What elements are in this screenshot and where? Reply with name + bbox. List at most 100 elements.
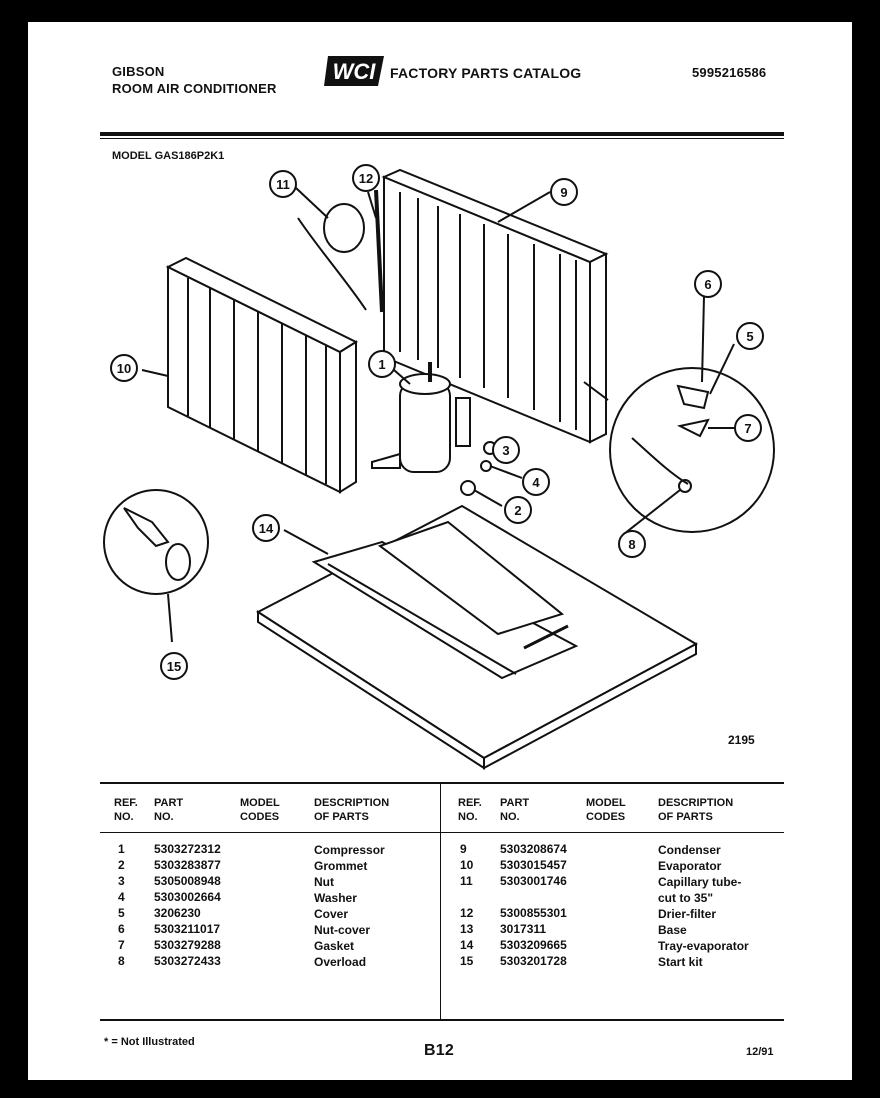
callout-10: 10 xyxy=(110,354,138,382)
catalog-title: FACTORY PARTS CATALOG xyxy=(390,65,582,81)
parts-table: REF. NO. PART NO. MODEL CODES DESCRIPTIO… xyxy=(100,782,784,1022)
overload-drawing xyxy=(678,479,692,493)
start-kit-bracket xyxy=(123,507,170,548)
callout-12: 12 xyxy=(352,164,380,192)
callout-9: 9 xyxy=(550,178,578,206)
product-name: ROOM AIR CONDITIONER xyxy=(112,81,277,96)
cell-desc: Drier-filter xyxy=(658,907,717,921)
cell-desc: Nut-cover xyxy=(314,923,371,937)
callout-11: 11 xyxy=(269,170,297,198)
cell-part: 3017311 xyxy=(500,922,547,936)
cell-ref: 5 xyxy=(118,906,125,920)
cell-part: 5303279288 xyxy=(154,938,221,952)
cell-part: 5300855301 xyxy=(500,906,567,920)
cell-desc: Start kit xyxy=(658,955,703,969)
header-rule-thin xyxy=(100,138,784,139)
cell-desc: Condenser xyxy=(658,843,721,857)
start-kit-detail-circle xyxy=(103,489,209,595)
capillary-tube-loop xyxy=(323,203,365,253)
svg-text:3: 3 xyxy=(502,443,509,458)
wci-logo: WCI xyxy=(324,54,386,88)
table-bottom-rule xyxy=(100,1019,784,1021)
header-model: MODEL CODES xyxy=(240,797,280,823)
svg-text:11: 11 xyxy=(276,177,290,192)
not-illustrated-note: * = Not Illustrated xyxy=(104,1036,195,1048)
table-top-rule xyxy=(100,782,784,784)
svg-text:5: 5 xyxy=(746,329,753,344)
cell-desc: Nut xyxy=(314,875,334,889)
cell-part: 5303201728 xyxy=(500,954,567,968)
cell-part: 5303002664 xyxy=(154,890,221,904)
capillary-tube-line xyxy=(297,217,367,311)
cell-desc: Evaporator xyxy=(658,859,722,873)
callout-15: 15 xyxy=(160,652,188,680)
svg-text:15: 15 xyxy=(167,659,181,674)
cell-part: 5303208674 xyxy=(500,842,567,856)
header-ref: REF. NO. xyxy=(114,797,138,823)
cell-part: 5303211017 xyxy=(154,922,221,936)
washer-drawing xyxy=(480,460,492,472)
header-part: PART NO. xyxy=(154,797,184,823)
svg-text:7: 7 xyxy=(744,421,751,436)
svg-text:4: 4 xyxy=(532,475,540,490)
diagram-code: 2195 xyxy=(728,733,755,747)
cell-part: 5303001746 xyxy=(500,874,567,888)
cell-part: 5303272433 xyxy=(154,954,221,968)
overload-detail-circle xyxy=(609,367,775,533)
cell-ref: 14 xyxy=(460,938,474,952)
model-label: MODEL GAS186P2K1 xyxy=(112,150,225,162)
cell-desc: Cover xyxy=(314,907,349,921)
tray-evaporator-drawing xyxy=(311,520,579,680)
callout-6: 6 xyxy=(694,270,722,298)
cell-part: 3206230 xyxy=(154,906,201,920)
svg-text:1: 1 xyxy=(378,357,385,372)
cell-ref: 8 xyxy=(118,954,125,968)
evaporator-drawing xyxy=(165,256,359,494)
callout-7: 7 xyxy=(734,414,762,442)
cell-part: 5303015457 xyxy=(500,858,567,872)
exploded-parts-diagram: 11 12 9 10 1 3 4 2 6 5 7 8 14 15 2195 xyxy=(103,164,775,770)
brand-name: GIBSON xyxy=(112,64,165,79)
callout-8: 8 xyxy=(618,530,646,558)
callout-5: 5 xyxy=(736,322,764,350)
callout-3: 3 xyxy=(492,436,520,464)
cell-ref: 3 xyxy=(118,874,125,888)
table-divider xyxy=(440,784,441,1020)
cell-desc: Tray-evaporator xyxy=(658,939,749,953)
header-rule xyxy=(100,132,784,136)
cell-desc: Gasket xyxy=(314,939,355,953)
revision-date: 12/91 xyxy=(746,1046,774,1058)
cell-ref: 13 xyxy=(460,922,474,936)
cell-desc: Washer xyxy=(314,891,357,905)
callout-1: 1 xyxy=(368,350,396,378)
callout-4: 4 xyxy=(522,468,550,496)
cell-ref: 15 xyxy=(460,954,474,968)
svg-text:10: 10 xyxy=(117,361,131,376)
header-desc: DESCRIPTION OF PARTS xyxy=(314,797,390,823)
cell-part: 5303209665 xyxy=(500,938,567,952)
svg-text:12: 12 xyxy=(359,171,373,186)
cell-ref: 4 xyxy=(118,890,125,904)
grommet-drawing xyxy=(460,480,476,496)
svg-text:14: 14 xyxy=(259,521,274,536)
header-part-right: PART NO. xyxy=(500,797,530,823)
overload-lead xyxy=(631,437,689,485)
cell-desc: Base xyxy=(658,923,687,937)
cell-ref: 7 xyxy=(118,938,125,952)
header-desc-right: DESCRIPTION OF PARTS xyxy=(658,797,734,823)
cell-ref: 12 xyxy=(460,906,474,920)
start-kit-capacitor xyxy=(165,543,191,581)
cell-ref: 11 xyxy=(460,874,473,888)
cell-desc: Compressor xyxy=(314,843,385,857)
cell-part: 5305008948 xyxy=(154,874,221,888)
drier-filter xyxy=(374,189,384,313)
header-ref-right: REF. NO. xyxy=(458,797,482,823)
header-model-right: MODEL CODES xyxy=(586,797,626,823)
cover-drawing xyxy=(676,384,710,410)
callout-14: 14 xyxy=(252,514,280,542)
callout-2: 2 xyxy=(504,496,532,524)
compressor-drawing xyxy=(371,362,471,473)
page-number: B12 xyxy=(424,1042,454,1059)
catalog-sheet: GIBSON ROOM AIR CONDITIONER WCI FACTORY … xyxy=(28,22,852,1080)
svg-text:6: 6 xyxy=(704,277,711,292)
